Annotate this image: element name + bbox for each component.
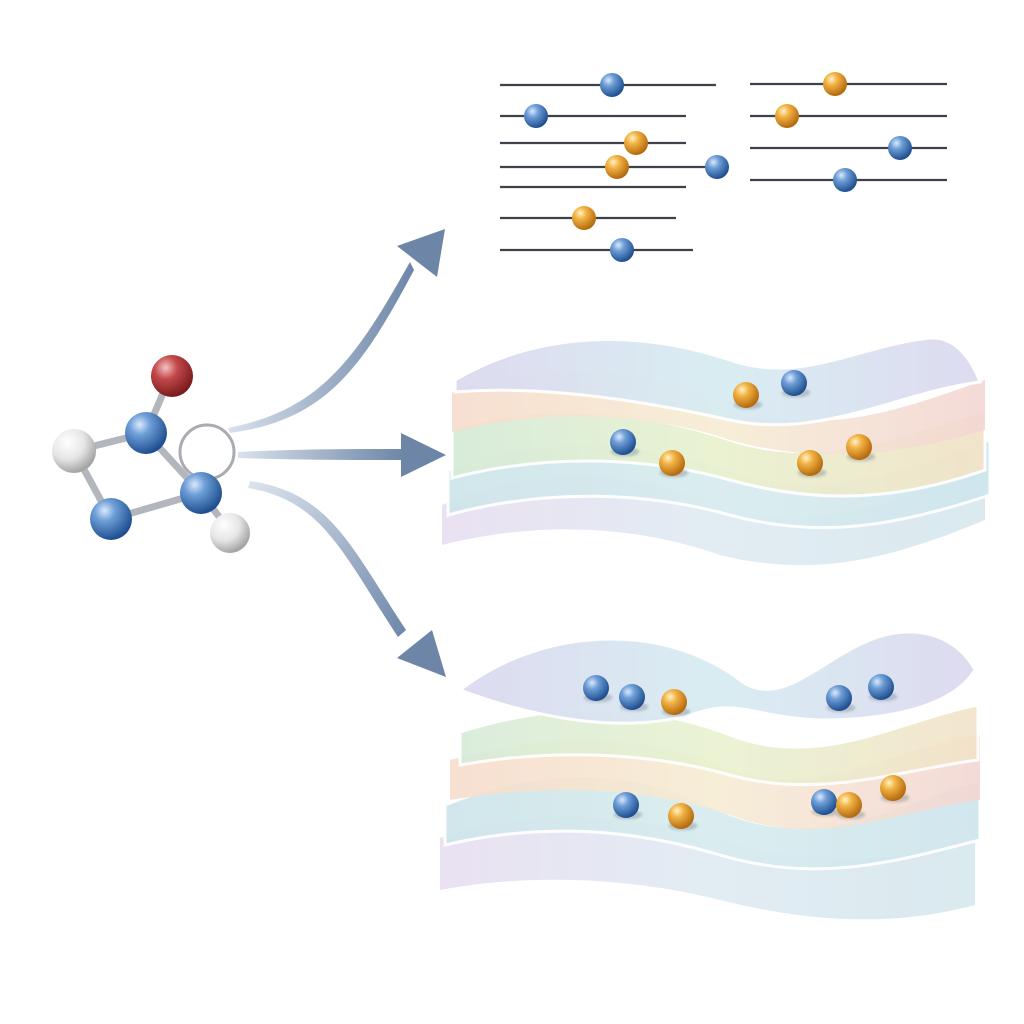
bead-orange [775, 104, 799, 128]
bead-orange [823, 72, 847, 96]
layer-panel-middle [442, 336, 992, 566]
arrows [228, 229, 446, 677]
bead-blue [524, 104, 548, 128]
bead-blue [888, 136, 912, 160]
bead-blue [610, 238, 634, 262]
bead-blue [781, 370, 807, 396]
bead-orange [880, 775, 906, 801]
atom-blue-top [125, 412, 167, 454]
bead-orange [668, 803, 694, 829]
bead-orange [624, 131, 648, 155]
bead-blue [583, 675, 609, 701]
bead-orange [605, 155, 629, 179]
bead-blue [868, 674, 894, 700]
arrow-mid [238, 433, 446, 477]
bead-orange [572, 206, 596, 230]
layer-sheet [440, 817, 975, 920]
atom-white-small [210, 513, 250, 553]
arrow-down [248, 481, 446, 677]
bead-orange [661, 689, 687, 715]
layer-beads [610, 370, 876, 478]
bead-orange [733, 382, 759, 408]
bead-blue [619, 684, 645, 710]
layer-panel-bottom [440, 630, 982, 920]
bead-orange [659, 450, 685, 476]
bead-orange [836, 792, 862, 818]
layer-sheet [456, 630, 977, 725]
atom-white-open [178, 423, 236, 481]
atom-blue-right [180, 472, 222, 514]
bead-orange [846, 434, 872, 460]
bead-blue [833, 168, 857, 192]
bead-blue [811, 789, 837, 815]
atom-red [151, 355, 193, 397]
line-panel [500, 72, 947, 262]
bead-blue [705, 155, 729, 179]
atom-blue-left [90, 498, 132, 540]
layer-sheet [453, 336, 983, 427]
bead-orange [797, 450, 823, 476]
atom-white-left [52, 429, 96, 473]
bead-blue [826, 685, 852, 711]
molecule [52, 355, 250, 553]
arrow-up [228, 229, 445, 433]
layer-beads [583, 674, 910, 831]
bead-blue [613, 792, 639, 818]
bead-blue [610, 429, 636, 455]
bead-blue [600, 73, 624, 97]
